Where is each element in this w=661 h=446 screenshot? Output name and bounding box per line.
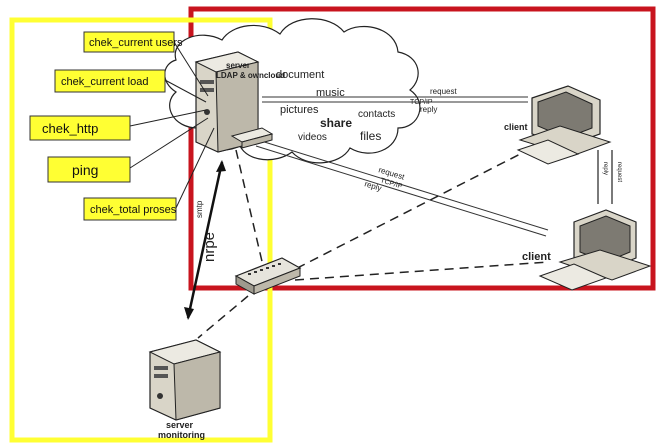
monitoring-region [9,17,273,443]
cloud-files: files [360,129,381,143]
monitoring-server-icon [148,339,222,421]
top-protocol-label: TCP/IP [410,99,433,106]
switch-links [197,149,549,339]
client-computer-top [516,85,612,165]
check-current-load: chek_current load [54,69,166,93]
owncloud-network-region [188,6,656,291]
cloud-pictures: pictures [280,104,319,116]
cloud-contacts: contacts [358,109,395,120]
nrpe-label: nrpe [201,232,218,262]
server-client-mid-link [255,139,549,237]
svg-text:chek_current users: chek_current users [89,37,183,49]
cloud-music: music [316,87,345,99]
server-nic-icon [230,127,274,149]
monitoring-label-2: monitoring [158,430,205,440]
client-link-label-a: reply [602,162,608,175]
client-label-top: client [504,122,528,132]
svg-text:ping: ping [72,162,98,178]
svg-text:chek_current load: chek_current load [61,76,148,88]
server-icon [194,51,260,153]
check-connectors [129,41,215,209]
check-ping: ping [47,156,131,183]
nrpe-arrow-bottom [184,307,194,320]
monitoring-label-1: server [166,420,194,430]
nrpe-arrow-top [216,160,226,172]
server-label-2: LDAP & owncloud [216,71,285,80]
server-label-1: server [226,61,250,70]
check-current-users: chek_current users [83,31,183,53]
nrpe-link [186,161,224,319]
top-reply-label: reply [420,105,437,114]
top-request-label: request [430,87,457,96]
cloud-share: share [320,116,352,130]
cloud-document: document [276,69,324,81]
svg-text:chek_http: chek_http [42,121,98,136]
client-link-label-b: request [616,162,622,182]
cloud-videos: videos [298,132,327,143]
check-http: chek_http [29,115,131,141]
check-total-proses: chek_total proses [83,197,177,221]
client-label-bottom: client [522,251,551,263]
switch-icon [234,257,302,295]
svg-text:chek_total proses: chek_total proses [90,204,177,216]
smtp-label: smtp [195,200,204,218]
client-computer-bottom [538,209,652,291]
